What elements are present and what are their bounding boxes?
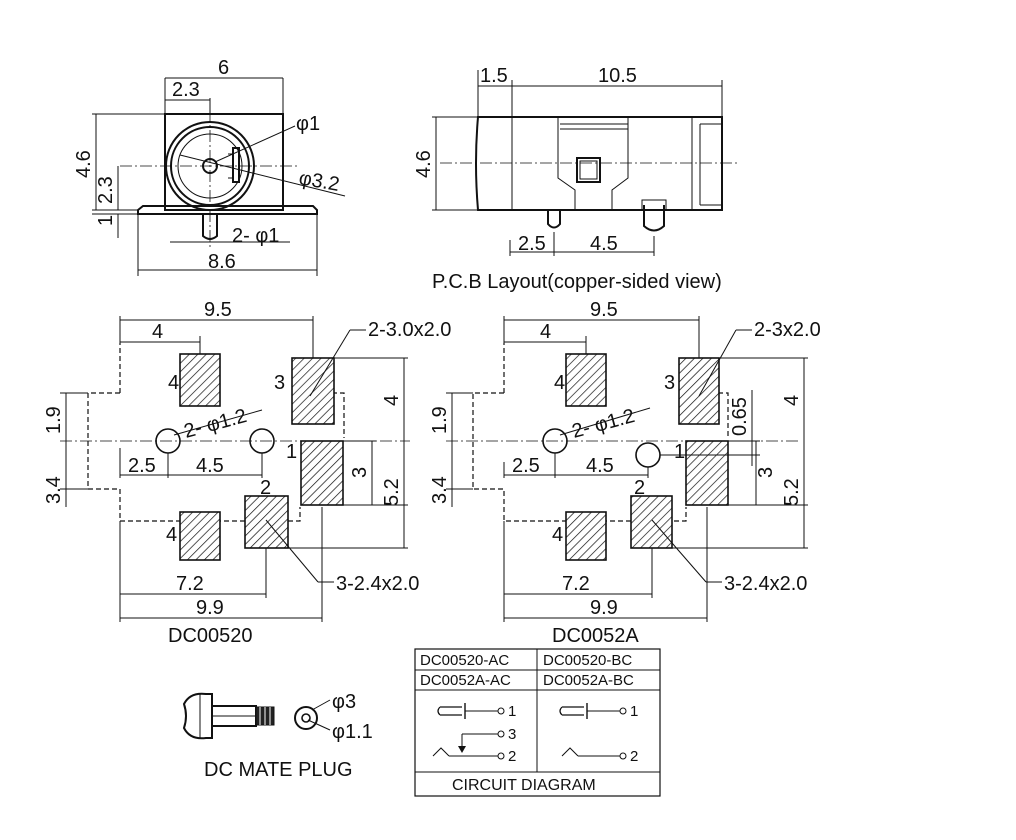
layout-left-dim-19: 1.9 xyxy=(43,406,65,434)
layout-right-dim-19: 1.9 xyxy=(429,406,451,434)
layout-right-dim-52: 5.2 xyxy=(781,478,803,506)
layout-left-dim-72: 7.2 xyxy=(176,573,204,595)
layout-left-dim-25: 2.5 xyxy=(128,455,156,477)
layout-right-dim-offset: 4 xyxy=(540,321,551,343)
layout-right-title: DC0052A xyxy=(552,625,639,647)
pcb-layout-title: P.C.B Layout(copper-sided view) xyxy=(432,271,722,293)
layout-right-pin-3: 3 xyxy=(664,372,675,394)
layout-right-dim-25: 2.5 xyxy=(512,455,540,477)
layout-right-dim-4: 4 xyxy=(781,395,803,406)
dim-center-height: 2.3 xyxy=(95,176,117,204)
layout-left-hole: 2- φ1.2 xyxy=(182,405,250,443)
circuit-left: 1 3 2 xyxy=(432,703,516,765)
dc-mate-plug: φ3 φ1.1 DC MATE PLUG xyxy=(182,691,373,781)
layout-right-pad-bottom: 3-2.4x2.0 xyxy=(724,573,807,595)
layout-right-dim-width: 9.5 xyxy=(590,299,618,321)
layout-left-dim-52: 5.2 xyxy=(381,478,403,506)
table-footer: CIRCUIT DIAGRAM xyxy=(452,777,596,794)
mate-plug-dim-outer: φ3 xyxy=(332,691,356,713)
layout-left-dim-3: 3 xyxy=(349,467,371,478)
layout-left-dim-34: 3.4 xyxy=(43,476,65,504)
layout-right-dim-34: 3.4 xyxy=(429,476,451,504)
table-header-1-0: DC0052A-AC xyxy=(420,672,511,689)
mate-plug-label: DC MATE PLUG xyxy=(204,759,353,781)
dim-height: 4.6 xyxy=(73,150,95,178)
dim-pin2: 4.5 xyxy=(590,233,618,255)
table-header-0-0: DC00520-AC xyxy=(420,652,509,669)
layout-right-dim-065: 0.65 xyxy=(729,397,751,436)
layout-dc0052a: 9.5 4 2-3x2.0 2- φ1.2 1.9 3.4 2.5 4.5 0.… xyxy=(429,299,821,647)
circuit-left-pin-1: 1 xyxy=(508,703,516,720)
layout-right-pin-2: 2 xyxy=(634,477,645,499)
layout-left-pin-4b: 4 xyxy=(166,524,177,546)
layout-left-pin-4a: 4 xyxy=(168,372,179,394)
dim-base: 1 xyxy=(95,215,117,226)
side-view: 1.5 10.5 4.6 2.5 4.5 P.C.B Layout(copper… xyxy=(413,65,740,293)
circuit-diagram-table: DC00520-AC DC00520-BC DC0052A-AC DC0052A… xyxy=(414,648,661,797)
dim-length: 10.5 xyxy=(598,65,637,87)
layout-left-dim-width: 9.5 xyxy=(204,299,232,321)
layout-right-pin-4a: 4 xyxy=(554,372,565,394)
circuit-left-pin-2: 2 xyxy=(508,748,516,765)
circuit-left-pin-3: 3 xyxy=(508,726,516,743)
dim-width: 6 xyxy=(218,57,229,79)
mate-plug-dim-inner: φ1.1 xyxy=(332,721,373,743)
layout-right-dim-45: 4.5 xyxy=(586,455,614,477)
layout-right-pad-top: 2-3x2.0 xyxy=(754,319,821,341)
layout-dc00520: 9.5 4 2-3.0x2.0 2- φ1.2 1.9 3.4 2.5 4.5 … xyxy=(43,299,451,647)
layout-left-dim-45: 4.5 xyxy=(196,455,224,477)
dim-hole-large: φ3.2 xyxy=(297,167,341,196)
layout-left-pad-top: 2-3.0x2.0 xyxy=(368,319,451,341)
layout-left-pad-bottom: 3-2.4x2.0 xyxy=(336,573,419,595)
layout-right-hole: 2- φ1.2 xyxy=(570,405,638,443)
dim-front: 1.5 xyxy=(480,65,508,87)
layout-right-pin-1: 1 xyxy=(674,441,685,463)
front-view: 6 2.3 φ1 φ3.2 4.6 2.3 1 2- φ1 8.6 xyxy=(73,57,346,276)
layout-left-dim-offset: 4 xyxy=(152,321,163,343)
layout-left-dim-4: 4 xyxy=(381,395,403,406)
dim-pins: 2- φ1 xyxy=(232,225,279,247)
table-header-1-1: DC0052A-BC xyxy=(543,672,634,689)
dim-side-height: 4.6 xyxy=(413,150,435,178)
circuit-right-pin-1: 1 xyxy=(630,703,638,720)
layout-right-pin-4b: 4 xyxy=(552,524,563,546)
layout-left-pin-3: 3 xyxy=(274,372,285,394)
layout-left-pin-2: 2 xyxy=(260,477,271,499)
layout-right-dim-99: 9.9 xyxy=(590,597,618,619)
table-header-0-1: DC00520-BC xyxy=(543,652,632,669)
dim-flange: 8.6 xyxy=(208,251,236,273)
layout-left-dim-99: 9.9 xyxy=(196,597,224,619)
layout-right-dim-72: 7.2 xyxy=(562,573,590,595)
layout-left-title: DC00520 xyxy=(168,625,253,647)
dim-pin1: 2.5 xyxy=(518,233,546,255)
circuit-right-pin-2: 2 xyxy=(630,748,638,765)
layout-left-pin-1: 1 xyxy=(286,441,297,463)
dim-hole-small: φ1 xyxy=(296,113,320,135)
circuit-right: 1 2 xyxy=(559,703,638,765)
layout-right-dim-3: 3 xyxy=(755,467,777,478)
dim-offset: 2.3 xyxy=(172,79,200,101)
